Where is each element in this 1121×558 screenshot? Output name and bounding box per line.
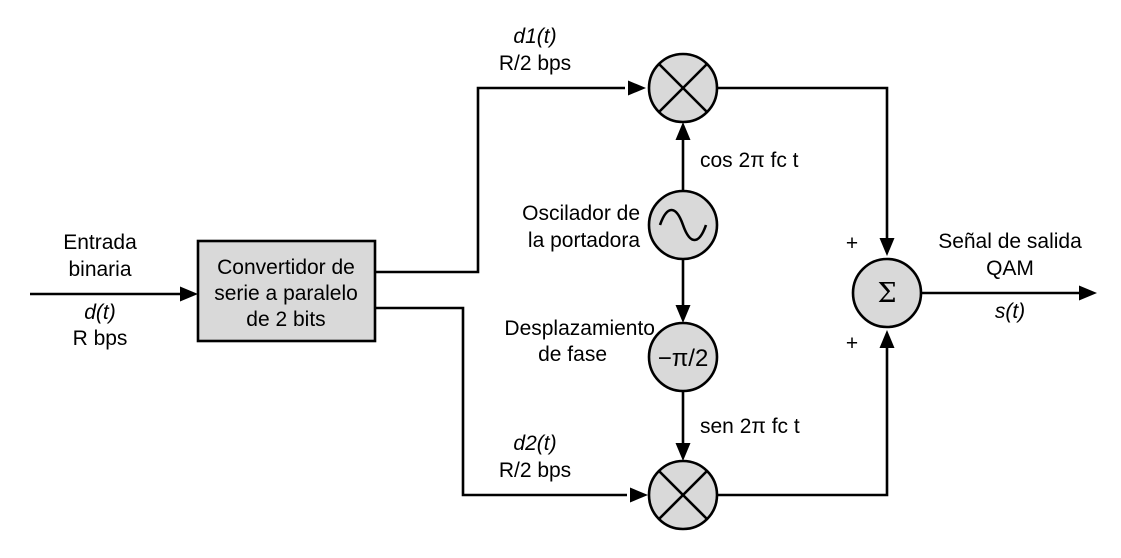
cos-carrier-label: cos 2π fc t [700,149,799,172]
cos-carrier-arrowhead [675,122,691,140]
lower-to-sum-line [718,346,889,497]
upper-to-sum-line [718,86,889,240]
sigma-symbol: Σ [877,278,896,309]
converter-label-line3: de 2 bits [246,308,325,331]
plus-sign-top: + [846,232,858,255]
osc-to-shift-arrowhead [675,305,691,323]
upper-signal-label: d1(t) [513,25,556,48]
sine-wave-icon [658,208,708,242]
phase-shift-symbol: −π/2 [658,345,709,372]
phase-shift-label-line2: de fase [538,343,607,366]
upper-branch-line [375,86,625,274]
upper-to-sum-arrowhead [879,238,895,256]
output-label-line2: QAM [986,257,1034,280]
upper-multiplier [647,52,719,124]
lower-branch-arrowhead [630,487,648,503]
upper-branch-arrowhead [628,80,646,96]
phase-shift-node [647,321,719,393]
converter-box [196,239,377,343]
oscillator-label-line1: Oscilador de [522,202,640,225]
output-label-line1: Señal de salida [938,230,1082,253]
converter-label-line2: serie a paralelo [214,282,358,305]
summer-node [851,257,923,329]
output-signal-label: s(t) [995,300,1025,323]
phase-shift-label-line1: Desplazamiento [504,317,655,340]
sen-carrier-arrowhead [675,443,691,461]
sen-carrier-label: sen 2π fc t [700,415,800,438]
lower-to-sum-arrowhead [879,330,895,348]
lower-branch-line [375,306,627,497]
oscillator-node [647,189,719,261]
oscillator-label-line2: la portadora [528,229,640,252]
lower-rate-label: R/2 bps [499,459,571,482]
upper-rate-label: R/2 bps [499,52,571,75]
input-signal-label: d(t) [84,301,116,324]
lower-multiplier [647,459,719,531]
input-arrowhead [180,286,198,302]
input-rate-label: R bps [73,327,128,350]
input-label-line2: binaria [68,258,131,281]
input-label-line1: Entrada [63,231,137,254]
output-arrowhead [1079,285,1097,301]
converter-label-line1: Convertidor de [217,256,355,279]
plus-sign-bottom: + [846,332,858,355]
lower-signal-label: d2(t) [513,432,556,455]
